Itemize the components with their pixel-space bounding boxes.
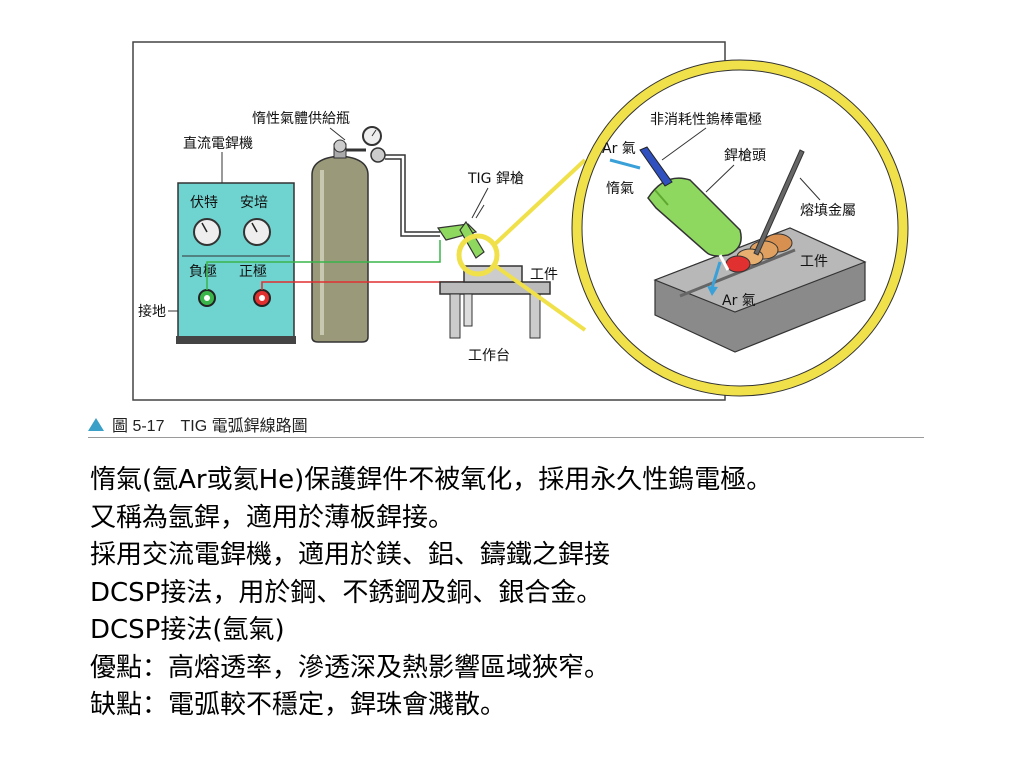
label-workpiece: 工件 bbox=[530, 267, 558, 283]
body-line: DCSP接法，用於鋼、不銹鋼及銅、銀合金。 bbox=[90, 577, 603, 608]
body-text: 惰氣(氬Ar或氦He)保護銲件不被氧化，採用永久性鎢電極。 又稱為氬銲，適用於薄… bbox=[90, 462, 1010, 725]
caption-triangle-icon bbox=[88, 417, 104, 431]
body-line: 惰氣(氬Ar或氦He)保護銲件不被氧化，採用永久性鎢電極。 bbox=[90, 465, 773, 495]
body-line: 缺點：電弧較不穩定，銲珠會濺散。 bbox=[90, 690, 507, 720]
label-volt: 伏特 bbox=[190, 195, 218, 211]
tig-welding-diagram: 伏特 安培 負極 正極 接地 直流電銲機 惰性氣體供給瓶 工件 工作台 bbox=[132, 41, 909, 401]
label-torch-head: 銲槍頭 bbox=[724, 148, 766, 164]
positive-cable bbox=[261, 281, 470, 290]
gas-cylinder bbox=[311, 126, 440, 343]
label-ar-gas-bottom: Ar 氣 bbox=[722, 293, 756, 309]
negative-cable bbox=[206, 240, 441, 290]
label-zoom-workpiece: 工件 bbox=[800, 254, 828, 270]
body-line: 優點：高熔透率，滲透深及熱影響區域狹窄。 bbox=[90, 652, 611, 683]
label-dc-welder: 直流電銲機 bbox=[183, 135, 253, 152]
label-negative: 負極 bbox=[189, 264, 217, 280]
body-line: 又稱為氬銲，適用於薄板銲接。 bbox=[90, 502, 455, 533]
label-tig-torch: TIG 銲槍 bbox=[467, 171, 524, 187]
label-positive: 正極 bbox=[239, 264, 267, 280]
label-inert-gas: 惰氣 bbox=[606, 181, 634, 197]
body-line: 採用交流電銲機，適用於鎂、鋁、鑄鐵之銲接 bbox=[90, 540, 611, 570]
caption-divider bbox=[88, 437, 924, 438]
dc-welder-machine bbox=[176, 182, 296, 344]
label-electrode: 非消耗性鎢棒電極 bbox=[650, 112, 762, 128]
caption-text: 圖 5-17 TIG 電弧銲線路圖 bbox=[112, 418, 308, 435]
body-line: DCSP接法(氬氣) bbox=[90, 615, 285, 645]
label-ground: 接地 bbox=[138, 303, 166, 320]
label-filler-metal: 熔填金屬 bbox=[800, 203, 856, 219]
label-workbench: 工作台 bbox=[468, 348, 510, 364]
figure-caption: 圖 5-17 TIG 電弧銲線路圖 bbox=[88, 412, 308, 436]
zoom-detail bbox=[571, 59, 909, 397]
callout-source bbox=[456, 233, 500, 277]
label-amp: 安培 bbox=[240, 195, 268, 211]
label-ar-gas-top: Ar 氣 bbox=[602, 141, 636, 157]
label-gas-bottle: 惰性氣體供給瓶 bbox=[252, 111, 350, 127]
tig-torch bbox=[436, 204, 485, 259]
